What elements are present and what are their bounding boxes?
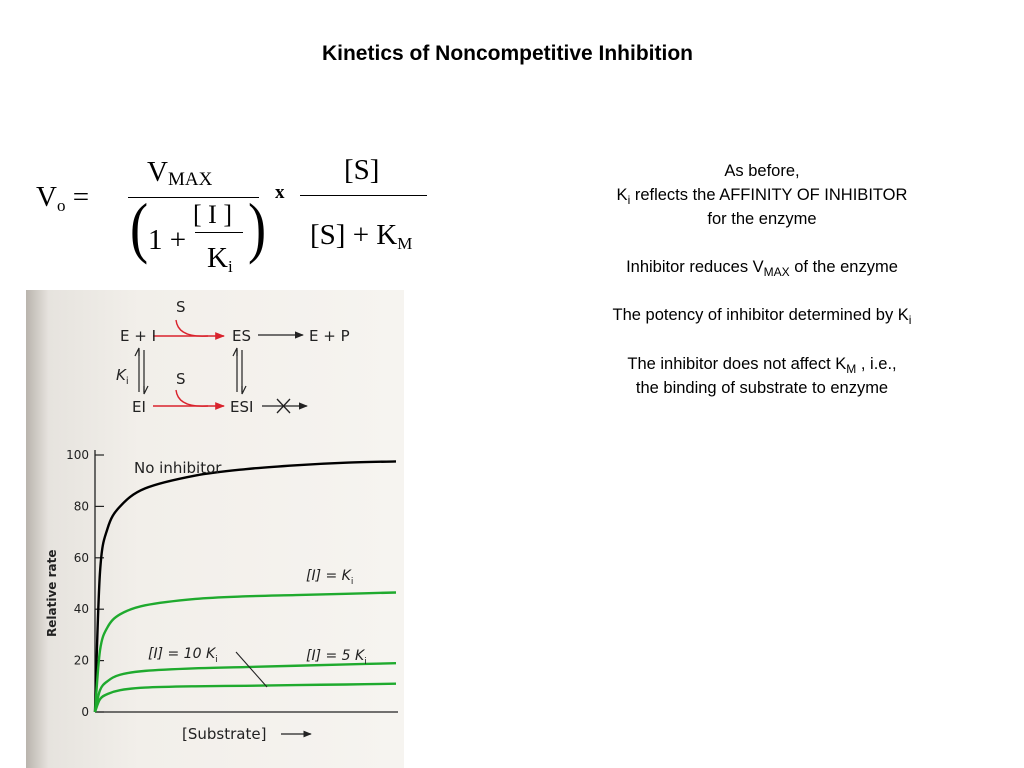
eq-arrows-left [134,347,149,395]
v0-term: Vo = [36,181,90,215]
notes-panel: As before, Ki reflects the AFFINITY OF I… [572,160,952,425]
denominator-term: [S] + KM [310,219,413,253]
scheme-ki: Ki [116,366,129,387]
scheme-s-top: S [176,298,186,316]
substrate-term: [S] [344,154,380,186]
curve-i-equals-10ki [93,682,397,713]
label-i-equals-5ki: [I] = 5 Ki [306,648,367,667]
multiply-sign: x [275,182,285,203]
reaction-scheme: S E + I ES E + P Ki S EI ESI [116,298,350,416]
y-tick-label: 100 [66,448,89,462]
y-tick-label: 0 [81,705,89,719]
curve-no-inhibitor [93,460,397,713]
substrate-fraction-bar [300,195,427,196]
scheme-esi: ESI [230,398,253,416]
curve-i-equals-5ki [93,661,397,713]
curve-i-equals-ki [93,591,397,713]
figure-svg: S E + I ES E + P Ki S EI ESI 0 20 40 60 80 10… [26,290,404,768]
eq-arrows-right [232,347,247,395]
label-i-equals-10ki: [I] = 10 Ki [148,646,218,665]
y-tick-label: 60 [74,551,89,565]
y-ticks: 0 20 40 60 80 100 [66,448,104,719]
leader-line-10ki [235,651,268,688]
main-fraction-bar [128,197,259,198]
note-vmax: Inhibitor reduces VMAX of the enzyme [626,257,898,279]
y-tick-label: 20 [74,654,89,668]
scan-background [26,290,404,768]
y-tick-label: 40 [74,602,89,616]
scheme-s-bottom: S [176,370,186,388]
note-km: The inhibitor does not affect KM , i.e.,… [627,354,897,398]
close-paren: ) [248,189,267,265]
slide-title: Kinetics of Noncompetitive Inhibition [321,42,693,65]
one-plus: 1 + [148,224,187,256]
label-i-equals-ki: [I] = Ki [306,568,353,587]
note-potency: The potency of inhibitor determined by K… [612,306,912,327]
note-affinity: As before, Ki reflects the AFFINITY OF I… [616,162,908,228]
curves [93,460,397,713]
blocked-cross [276,398,291,414]
scheme-e-plus-i: E + I [120,327,156,345]
y-tick-label: 80 [74,499,89,513]
vmax-term: VMAX [147,156,213,190]
inhibition-figure: S E + I ES E + P Ki S EI ESI 0 20 40 60 80 10… [26,290,404,768]
y-axis-label: Relative rate [45,550,59,637]
scheme-e-plus-p: E + P [309,327,350,345]
scheme-ei: EI [132,398,146,416]
scheme-es: ES [232,327,251,345]
open-paren: ( [130,189,149,265]
ki-term: Ki [207,242,233,276]
label-no-inhibitor: No inhibitor [134,459,222,477]
x-axis-label: [Substrate] [182,725,266,743]
inhibitor-fraction-bar [195,232,243,233]
rate-chart: 0 20 40 60 80 100 [Substrate] Relative rate N… [45,448,398,743]
inhibitor-conc: [ I ] [193,200,232,229]
